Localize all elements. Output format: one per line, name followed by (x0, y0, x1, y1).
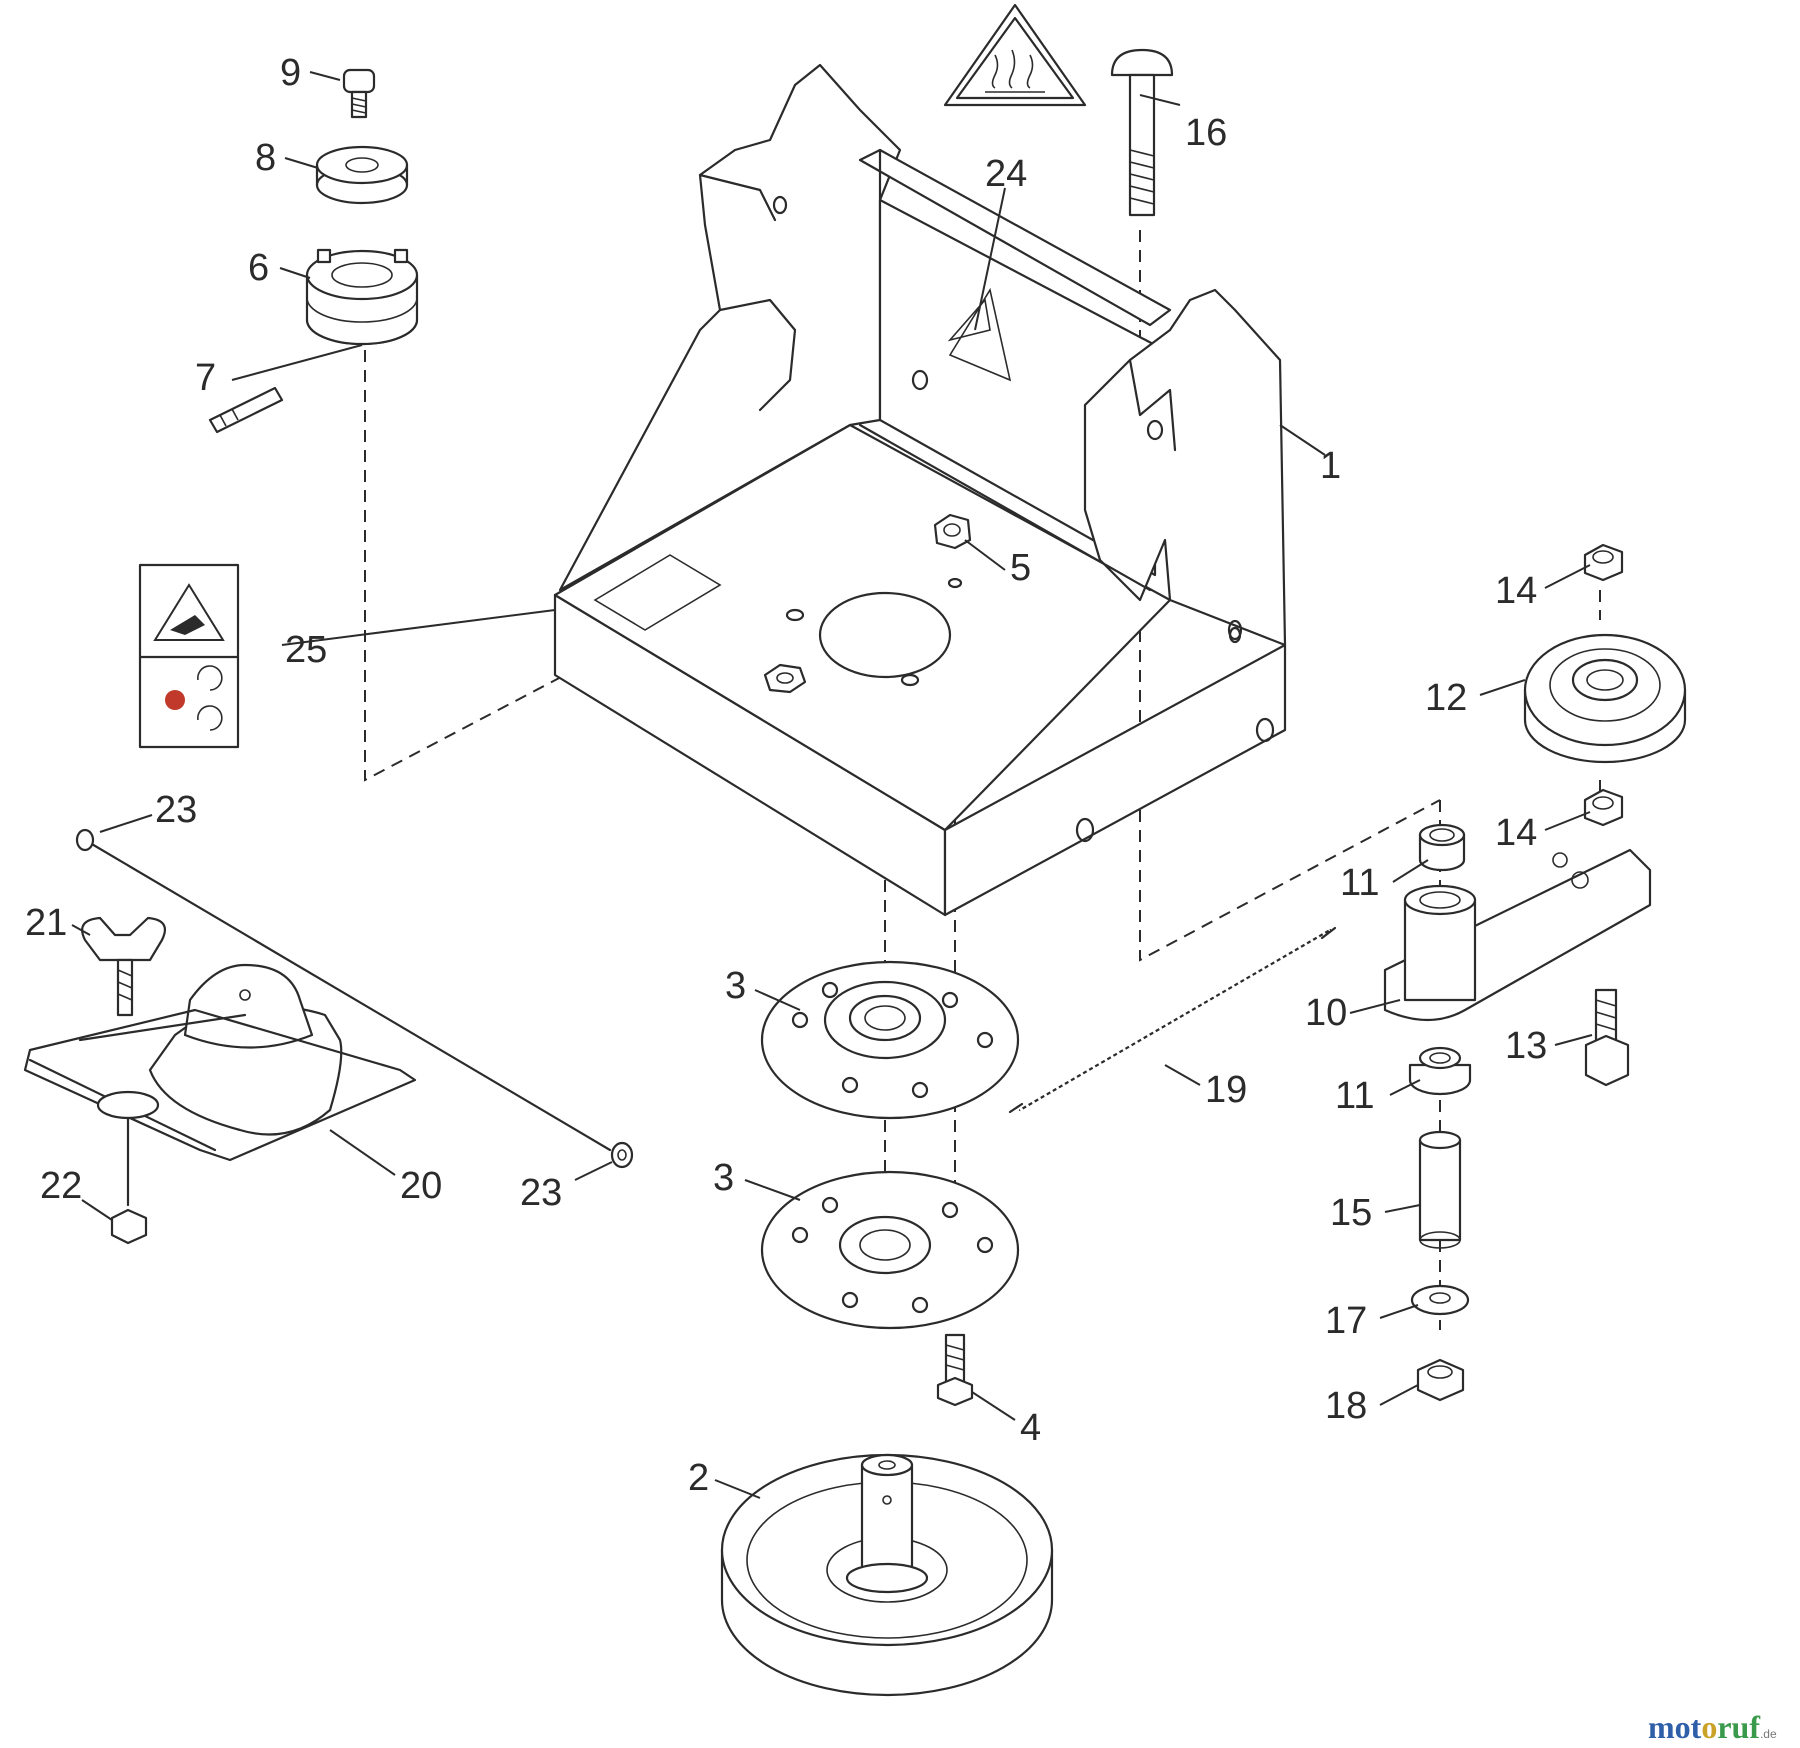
rod-23 (75, 828, 634, 1169)
hot-surface-icon (991, 49, 1034, 89)
rotating-belt-icon (165, 665, 223, 731)
callout-6: 6 (248, 247, 269, 289)
mounting-bracket (553, 63, 1287, 917)
leader-lines (71, 71, 1593, 1499)
callout-25: 25 (285, 629, 327, 671)
watermark-part-2: o (1701, 1709, 1717, 1745)
drive-pulley (720, 1453, 1054, 1697)
callout-15: 15 (1330, 1192, 1372, 1234)
idler-pulley-12 (1523, 633, 1687, 764)
base-nut (763, 663, 807, 694)
callout-23-upper: 23 (155, 789, 197, 831)
hot-surface-warning-label (943, 3, 1087, 107)
callout-4: 4 (1020, 1407, 1041, 1449)
callout-17: 17 (1325, 1300, 1367, 1342)
callout-16: 16 (1185, 112, 1227, 154)
bushing-6 (305, 248, 419, 346)
callout-21: 21 (25, 902, 67, 944)
nut-14-upper (1583, 543, 1624, 582)
hand-entanglement-icon (153, 583, 225, 641)
callout-9: 9 (280, 52, 301, 94)
callout-12: 12 (1425, 677, 1467, 719)
watermark-suffix: .de (1760, 1727, 1777, 1741)
nut-14-lower (1583, 788, 1624, 827)
washer-22-plate (96, 1090, 160, 1207)
nut-5 (933, 513, 972, 550)
callout-10: 10 (1305, 992, 1347, 1034)
callout-14-lower: 14 (1495, 812, 1537, 854)
callout-11-lower: 11 (1335, 1075, 1374, 1117)
watermark-part-3: ruf (1717, 1709, 1760, 1745)
callout-8: 8 (255, 137, 276, 179)
bolt-4 (936, 1333, 974, 1407)
bolt-9 (342, 68, 376, 119)
washer-17 (1410, 1284, 1470, 1316)
callout-22: 22 (40, 1165, 82, 1207)
safety-decal-25 (138, 563, 240, 749)
callout-1: 1 (1320, 445, 1341, 487)
nut-18 (1416, 1358, 1465, 1402)
callout-7: 7 (195, 357, 216, 399)
bolt-13 (1584, 988, 1630, 1087)
callout-24: 24 (985, 153, 1027, 195)
spacer-15 (1418, 1130, 1462, 1249)
callout-20: 20 (400, 1165, 442, 1207)
callout-13: 13 (1505, 1025, 1547, 1067)
callout-5: 5 (1010, 547, 1031, 589)
cover-20 (148, 963, 343, 1136)
wing-nut-21 (81, 916, 166, 1017)
watermark-part-1: mot (1648, 1709, 1702, 1745)
bearing-flange-upper (760, 960, 1020, 1120)
callout-23-lower: 23 (520, 1172, 562, 1214)
callout-11-upper: 11 (1340, 862, 1379, 904)
callout-18: 18 (1325, 1385, 1367, 1427)
washer-8 (315, 145, 409, 205)
site-watermark: motoruf.de (1648, 1709, 1777, 1745)
bolt-16 (1110, 48, 1174, 217)
nut-22 (110, 1208, 148, 1245)
spring-19 (1008, 926, 1337, 1114)
svg-text:motoruf.de: motoruf.de (1648, 1709, 1777, 1745)
pin-7 (208, 386, 284, 434)
callout-3-lower: 3 (713, 1157, 734, 1199)
callout-19: 19 (1205, 1069, 1247, 1111)
callout-14-upper: 14 (1495, 570, 1537, 612)
bearing-flange-lower (760, 1170, 1020, 1330)
callout-labels: 1 2 3 3 4 5 6 7 8 9 10 11 11 12 13 14 14… (25, 52, 1547, 1499)
callout-3-upper: 3 (725, 965, 746, 1007)
callout-2: 2 (688, 1457, 709, 1499)
idler-arm-10 (1383, 848, 1652, 1022)
bushing-11-lower (1408, 1046, 1472, 1096)
bushing-11-upper (1418, 823, 1466, 872)
